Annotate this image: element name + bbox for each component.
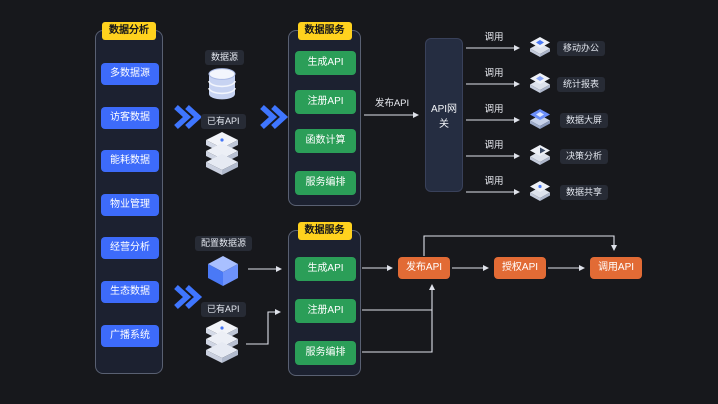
api-gateway-node: API网关 [425, 38, 463, 192]
call-label-3: 调用 [484, 104, 504, 115]
service-panel-bottom: 数据服务 生成API 注册API 服务编排 [288, 222, 361, 376]
call-label-4: 调用 [484, 140, 504, 151]
report-icon [527, 71, 553, 95]
target-chip-decision: 决策分析 [560, 149, 609, 164]
service-bottom-orchestration: 服务编排 [295, 341, 356, 365]
chevron-icon [174, 104, 192, 130]
config-datasource-chip: 配置数据源 [195, 236, 253, 251]
server-to-service-arrow [246, 309, 281, 345]
data-share-icon [527, 179, 553, 203]
authorize-api-node: 授权API [494, 257, 546, 279]
server-stack-icon-top [200, 130, 244, 178]
datasource-chip: 数据源 [205, 50, 245, 65]
analysis-item-property: 物业管理 [101, 194, 159, 216]
publish-api-label: 发布API [374, 98, 410, 109]
flow-lines [246, 45, 617, 353]
service-top-generate-api: 生成API [295, 51, 356, 75]
chevron-icon [174, 284, 192, 310]
target-chip-report: 统计报表 [557, 77, 606, 92]
target-chip-mobile-office: 移动办公 [557, 41, 606, 56]
analysis-item-multisource: 多数据源 [101, 63, 159, 85]
call-label-5: 调用 [484, 176, 504, 187]
server-stack-icon-bottom [200, 318, 244, 366]
service-top-register-api: 注册API [295, 90, 356, 114]
target-chip-share: 数据共享 [560, 185, 609, 200]
mobile-office-icon [527, 35, 553, 59]
analysis-item-business: 经营分析 [101, 237, 159, 259]
chevron-icon [185, 104, 203, 130]
bypass-line [423, 235, 617, 256]
analysis-panel-title: 数据分析 [102, 22, 156, 40]
service-top-function-compute: 函数计算 [295, 129, 356, 153]
analysis-item-broadcast: 广播系统 [101, 325, 159, 347]
existing-api-chip-top: 已有API [201, 114, 246, 129]
call-label-2: 调用 [484, 68, 504, 79]
chevron-icon [185, 284, 203, 310]
analysis-item-visitor: 访客数据 [101, 107, 159, 129]
publish-api-node: 发布API [398, 257, 450, 279]
chevron-icon [260, 104, 278, 130]
call-label-1: 调用 [484, 32, 504, 43]
target-chip-big-screen: 数据大屏 [560, 113, 609, 128]
decision-analysis-icon [527, 143, 553, 167]
analysis-item-ecology: 生态数据 [101, 281, 159, 303]
orchestrate-collector-line [362, 284, 435, 353]
database-icon [202, 64, 242, 106]
existing-api-chip-bottom: 已有API [201, 302, 246, 317]
analysis-item-energy: 能耗数据 [101, 150, 159, 172]
service-panel-bottom-title: 数据服务 [297, 222, 352, 240]
service-top-orchestration: 服务编排 [295, 171, 356, 195]
service-panel-top: 数据服务 生成API 注册API 函数计算 服务编排 [288, 22, 361, 206]
invoke-api-node: 调用API [590, 257, 642, 279]
chevron-arrows [174, 104, 289, 310]
chevron-icon [271, 104, 289, 130]
service-panel-top-title: 数据服务 [297, 22, 352, 40]
service-bottom-generate-api: 生成API [295, 257, 356, 281]
cube-icon [203, 252, 243, 290]
service-bottom-register-api: 注册API [295, 299, 356, 323]
analysis-panel: 数据分析 多数据源 访客数据 能耗数据 物业管理 经营分析 生态数据 广播系统 [95, 22, 163, 374]
big-screen-icon [527, 107, 553, 131]
